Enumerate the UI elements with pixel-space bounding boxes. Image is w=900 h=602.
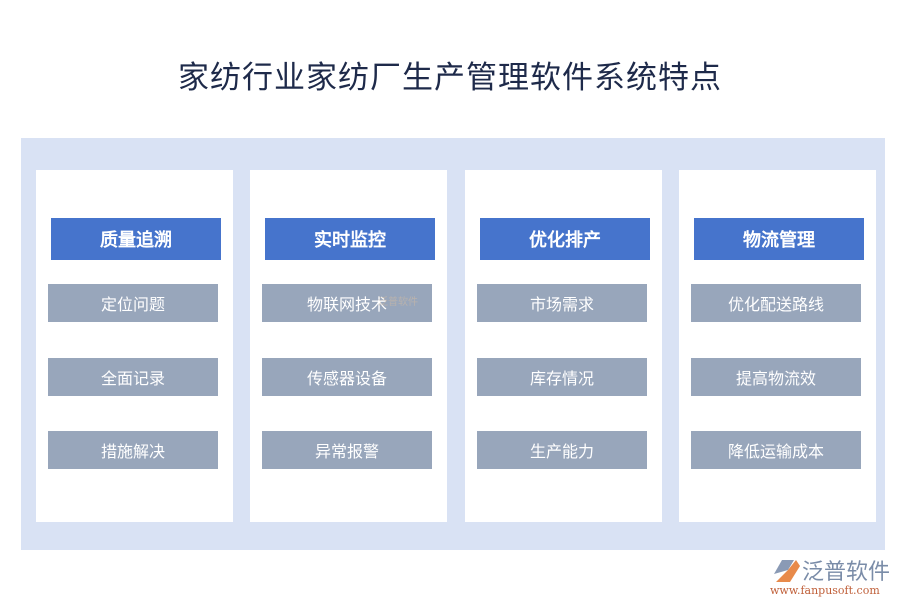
logo-icon: 泛普软件 www.fanpusoft.com (770, 560, 890, 597)
feature-item: 物联网技术 (262, 284, 432, 322)
feature-column: 质量追溯定位问题全面记录措施解决 (36, 170, 233, 522)
fanpusoft-logo: 泛普软件 www.fanpusoft.com (768, 552, 898, 598)
page-title: 家纺行业家纺厂生产管理软件系统特点 (178, 60, 722, 96)
feature-column: 物流管理优化配送路线提高物流效降低运输成本 (679, 170, 876, 522)
feature-item: 异常报警 (262, 431, 432, 469)
svg-text:泛普软件: 泛普软件 (802, 560, 890, 585)
feature-item: 生产能力 (477, 431, 647, 469)
column-header: 物流管理 (694, 218, 864, 260)
column-header: 质量追溯 (51, 218, 221, 260)
feature-item: 措施解决 (48, 431, 218, 469)
feature-item: 优化配送路线 (691, 284, 861, 322)
feature-item: 提高物流效 (691, 358, 861, 396)
feature-item: 传感器设备 (262, 358, 432, 396)
feature-item: 库存情况 (477, 358, 647, 396)
feature-item: 全面记录 (48, 358, 218, 396)
column-header: 优化排产 (480, 218, 650, 260)
watermark: 泛普软件 (378, 295, 418, 310)
column-header: 实时监控 (265, 218, 435, 260)
feature-item: 定位问题 (48, 284, 218, 322)
svg-text:泛普软件: 泛普软件 (378, 295, 418, 307)
svg-text:www.fanpusoft.com: www.fanpusoft.com (770, 584, 880, 597)
feature-column: 优化排产市场需求库存情况生产能力 (465, 170, 662, 522)
feature-item: 市场需求 (477, 284, 647, 322)
feature-column: 实时监控物联网技术传感器设备异常报警 (250, 170, 447, 522)
feature-item: 降低运输成本 (691, 431, 861, 469)
